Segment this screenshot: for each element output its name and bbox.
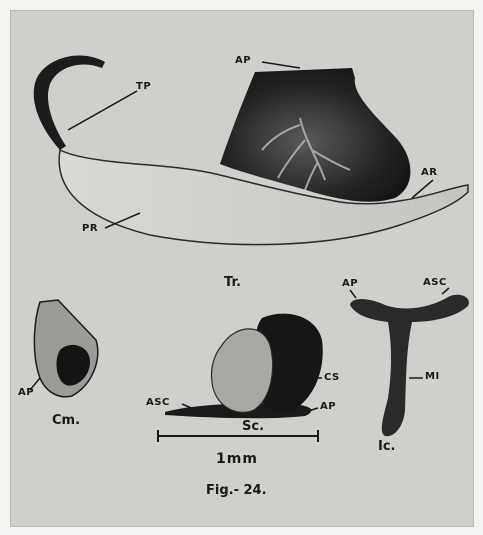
figure-caption: Fig.- 24. (206, 484, 267, 497)
sc-light-body (211, 329, 272, 413)
label-tr-pr: PR (82, 224, 98, 234)
ic-body (350, 295, 469, 436)
tr-specimen (34, 56, 468, 245)
label-tr-ap: AP (235, 56, 251, 66)
label-sc-cs: CS (324, 373, 340, 383)
specimen-name-sc: Sc. (242, 420, 264, 433)
scale-bar-label: 1mm (216, 452, 258, 466)
tr-tp-process (34, 56, 105, 150)
label-tr-tp: TP (136, 82, 151, 92)
cm-specimen (30, 300, 98, 397)
label-tr-ar: AR (421, 168, 437, 178)
specimen-name-tr: Tr. (224, 276, 241, 289)
label-ic-ap: AP (342, 279, 358, 289)
ic-specimen (350, 288, 469, 436)
label-ic-asc: ASC (423, 278, 447, 288)
scale-bar (158, 430, 318, 442)
label-ic-mi: MI (425, 372, 440, 382)
label-sc-asc: ASC (146, 398, 170, 408)
label-sc-ap: AP (320, 402, 336, 412)
specimen-name-cm: Cm. (52, 414, 80, 427)
label-cm-ap: AP (18, 388, 34, 398)
sc-specimen (165, 314, 323, 419)
specimen-name-ic: Ic. (378, 440, 395, 453)
